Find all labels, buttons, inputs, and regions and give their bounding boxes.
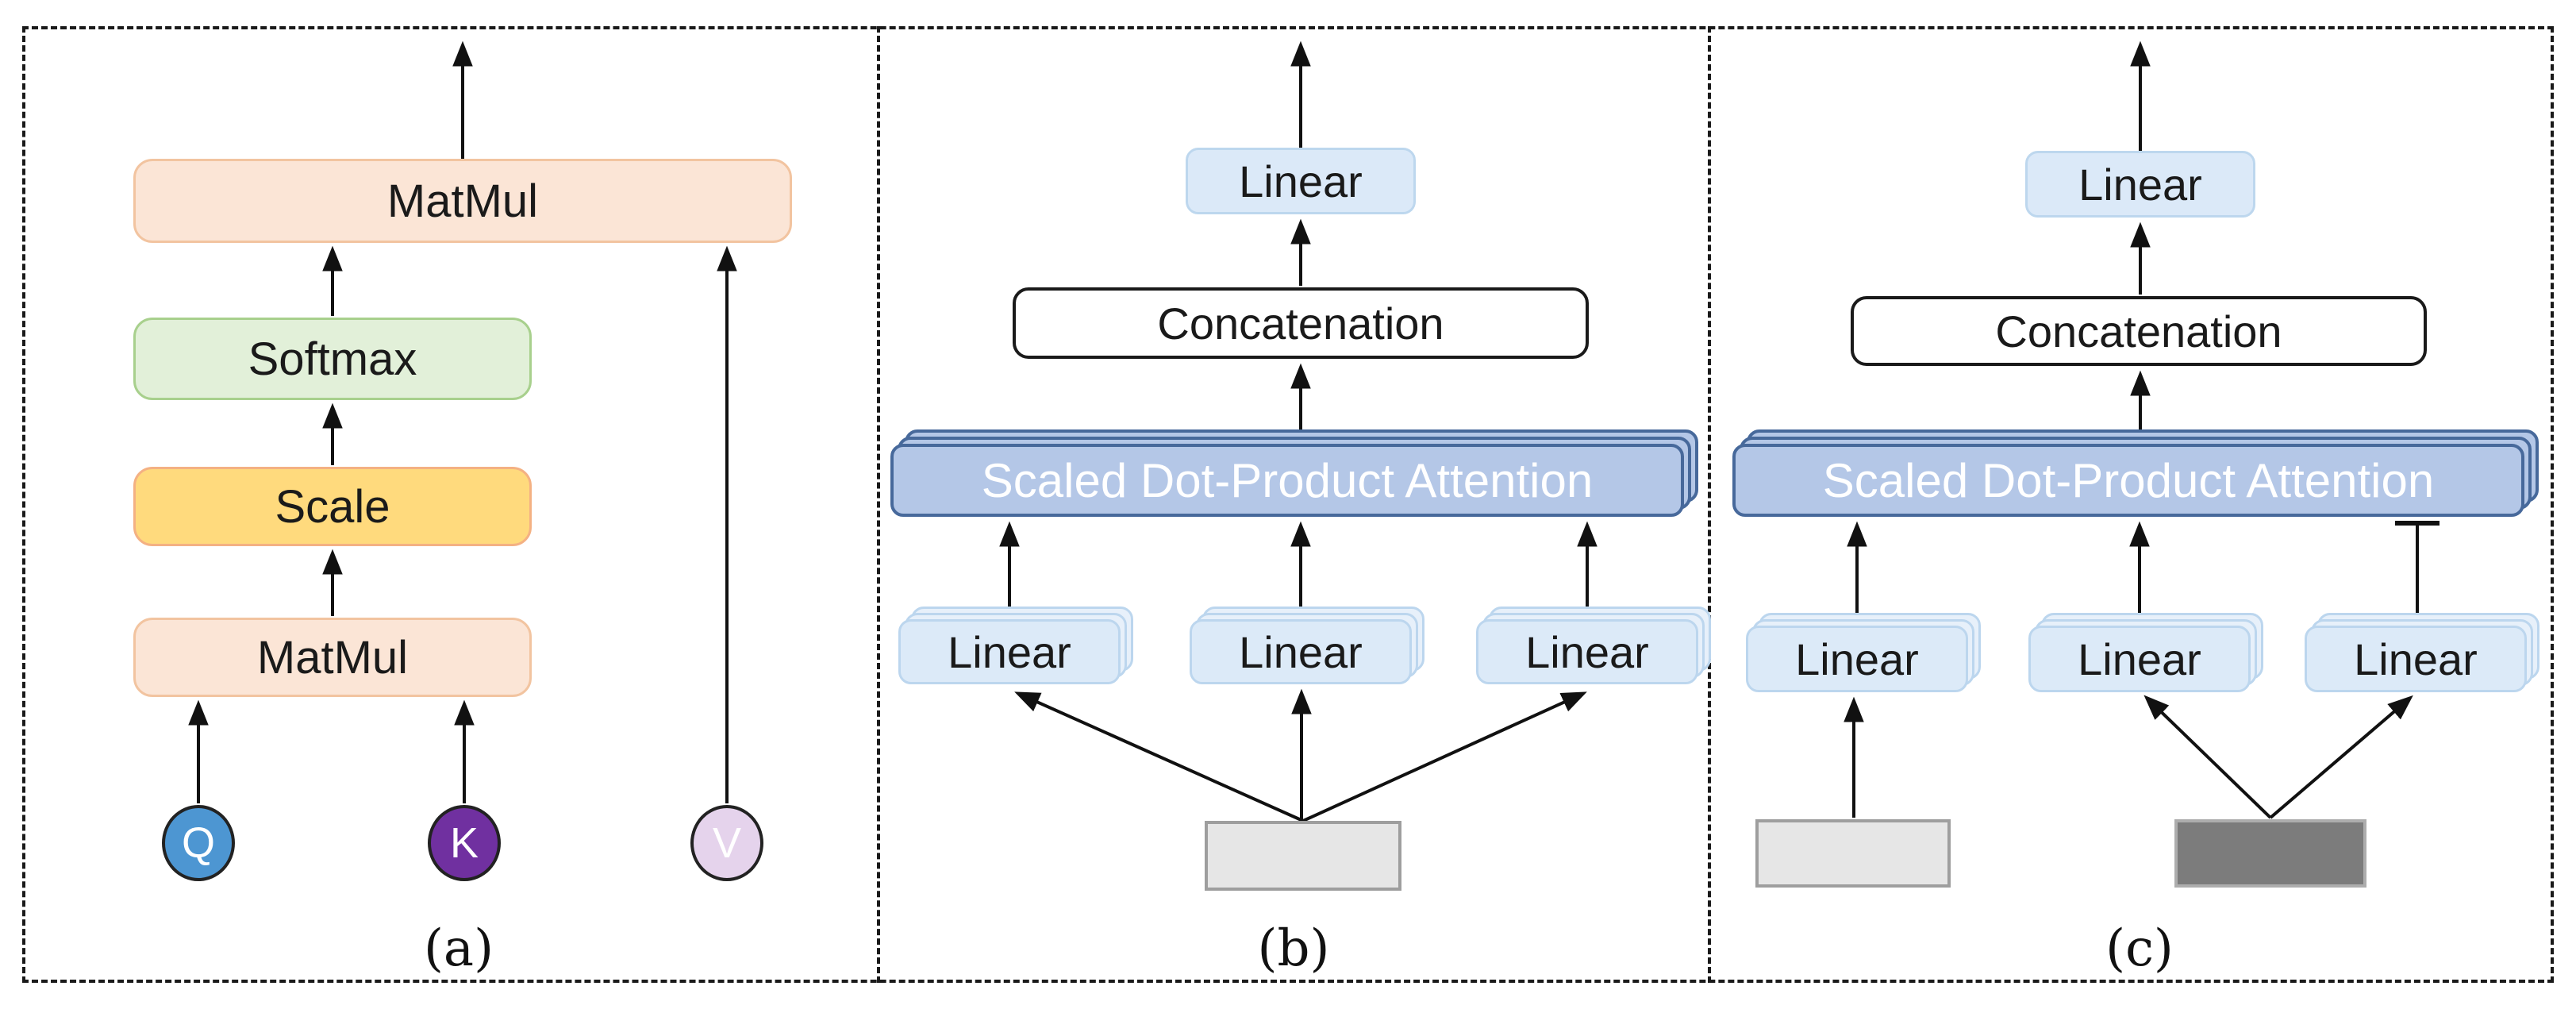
node-b-linear1-stack: Linear: [898, 607, 1133, 684]
node-c-attention-stack: Scaled Dot-Product Attention: [1732, 429, 2539, 517]
node-b-linear2: Linear: [1190, 619, 1412, 684]
node-a-scale-label: Scale: [275, 480, 390, 533]
node-a-q-label: Q: [181, 819, 215, 867]
node-a-softmax: Softmax: [133, 318, 532, 400]
node-a-matmul-bottom-label: MatMul: [256, 631, 409, 684]
node-b-linear3-stack: Linear: [1476, 607, 1711, 684]
node-b-linear2-stack: Linear: [1190, 607, 1424, 684]
node-c-linear3: Linear: [2305, 626, 2527, 692]
panel-divider-a-b: [877, 26, 880, 983]
node-b-linear3: Linear: [1476, 619, 1698, 684]
node-c-input-box-light: [1755, 819, 1951, 888]
node-b-linear2-label: Linear: [1239, 626, 1363, 677]
node-b-concatenation-label: Concatenation: [1157, 298, 1444, 349]
caption-b: (b): [1257, 919, 1330, 978]
node-c-linear1-stack: Linear: [1746, 613, 1981, 692]
node-c-linear2-stack: Linear: [2028, 613, 2263, 692]
node-c-input-box-dark: [2174, 819, 2366, 888]
node-b-linear3-label: Linear: [1525, 626, 1649, 677]
node-c-linear3-stack: Linear: [2305, 613, 2539, 692]
node-a-v-label: V: [712, 819, 742, 867]
caption-a: (a): [423, 919, 494, 978]
node-a-softmax-label: Softmax: [248, 333, 417, 385]
node-b-attention-stack: Scaled Dot-Product Attention: [890, 429, 1698, 517]
node-c-linear3-label: Linear: [2354, 634, 2478, 684]
node-a-matmul-top-label: MatMul: [386, 175, 539, 227]
node-b-linear-out-label: Linear: [1239, 156, 1363, 206]
node-b-linear-out: Linear: [1186, 148, 1416, 214]
node-c-concatenation-label: Concatenation: [1995, 306, 2282, 356]
node-c-concatenation: Concatenation: [1851, 296, 2427, 366]
node-a-v-circle: V: [690, 805, 763, 881]
figure-dashed-border: [22, 26, 2554, 983]
node-c-linear1-label: Linear: [1795, 634, 1919, 684]
node-a-k-label: K: [449, 819, 479, 867]
panel-divider-b-c: [1708, 26, 1711, 983]
node-b-attention-label: Scaled Dot-Product Attention: [981, 453, 1594, 507]
node-a-matmul-bottom: MatMul: [133, 618, 532, 697]
node-a-q-circle: Q: [162, 805, 235, 881]
node-a-matmul-top: MatMul: [133, 159, 792, 243]
node-b-linear1-label: Linear: [948, 626, 1071, 677]
node-c-linear-out: Linear: [2025, 151, 2255, 218]
node-b-concatenation: Concatenation: [1013, 287, 1589, 359]
node-c-linear2: Linear: [2028, 626, 2251, 692]
node-b-attention: Scaled Dot-Product Attention: [890, 444, 1684, 517]
node-c-linear1: Linear: [1746, 626, 1968, 692]
node-b-linear1: Linear: [898, 619, 1121, 684]
node-b-input-box: [1205, 821, 1401, 891]
caption-c: (c): [2105, 919, 2174, 978]
node-c-attention-label: Scaled Dot-Product Attention: [1822, 453, 2435, 507]
node-c-linear2-label: Linear: [2078, 634, 2201, 684]
node-c-attention: Scaled Dot-Product Attention: [1732, 444, 2524, 517]
node-c-linear-out-label: Linear: [2078, 159, 2202, 210]
node-a-k-circle: K: [428, 805, 501, 881]
node-a-scale: Scale: [133, 467, 532, 546]
